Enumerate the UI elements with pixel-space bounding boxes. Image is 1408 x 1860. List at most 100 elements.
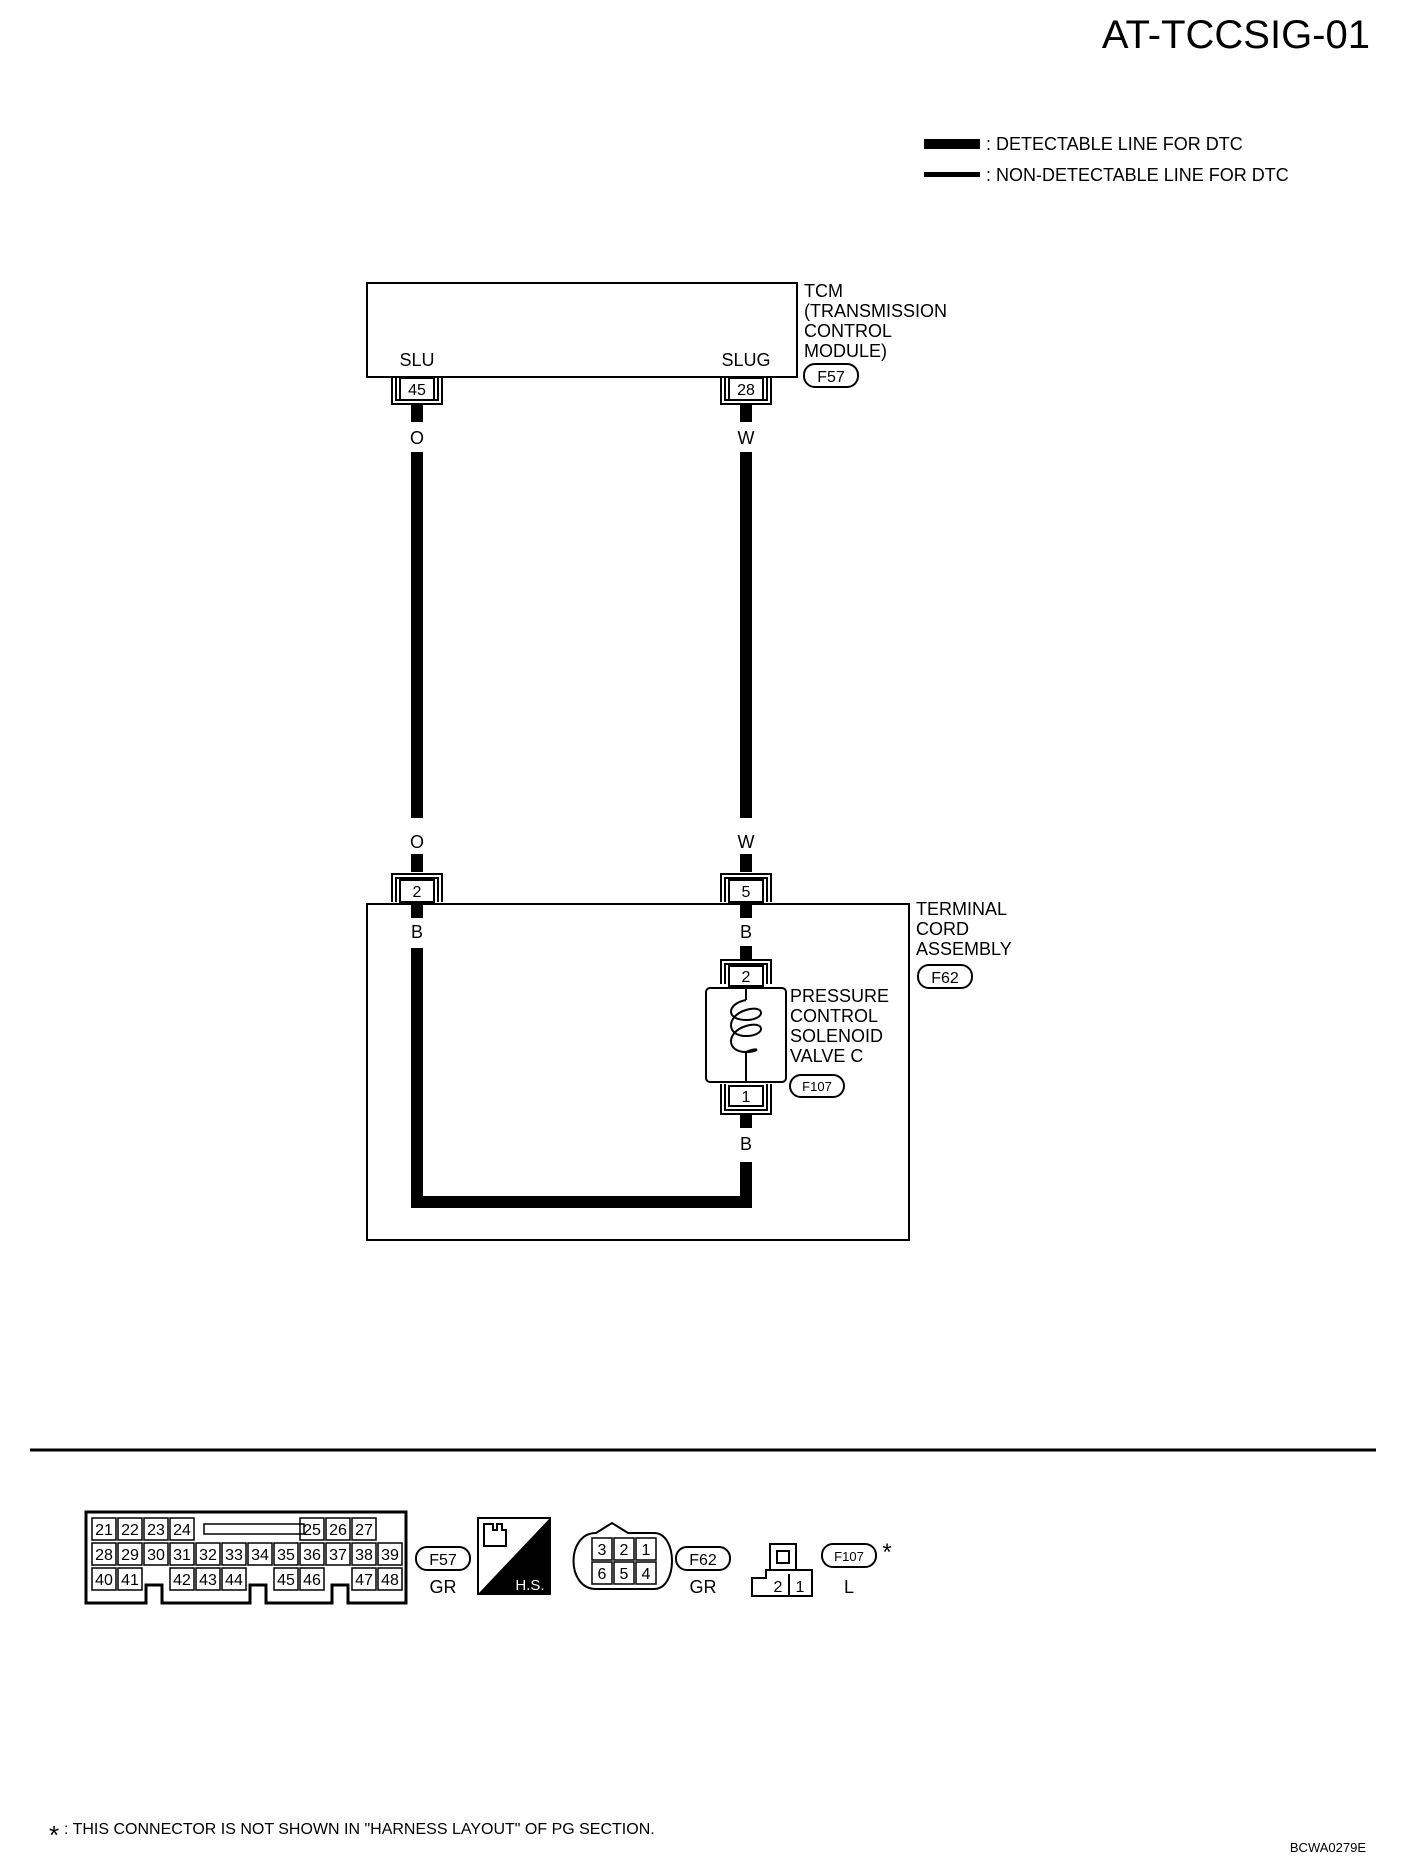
pin-number: 25	[303, 1522, 321, 1539]
tcm-box	[366, 282, 798, 378]
pin-number: 47	[355, 1572, 373, 1589]
pin-cell	[325, 1517, 351, 1541]
pin-number: 41	[121, 1572, 139, 1589]
terminal-cord-connector-badge	[917, 964, 973, 989]
pin-cell	[195, 1567, 221, 1591]
f107-pin-2: 2	[774, 1579, 783, 1596]
pin-number: 23	[147, 1522, 165, 1539]
pin-cell	[613, 1537, 635, 1561]
pin-cell	[143, 1517, 169, 1541]
tcm-pin-slug-label: SLUG	[721, 350, 770, 370]
tcm-name-line-1: TCM	[804, 281, 843, 301]
pin-number: 46	[303, 1572, 321, 1589]
pin-cell	[91, 1567, 117, 1591]
terminal-cord-pin-5-number: 5	[742, 884, 751, 901]
wire-pin2-color-below: B	[411, 922, 423, 942]
pin-cell	[351, 1517, 377, 1541]
legend-detectable-swatch	[924, 139, 980, 149]
pin-number: 26	[329, 1522, 347, 1539]
terminal-cord-name-line-3: ASSEMBLY	[916, 939, 1012, 959]
tcm-pin-28-connector: 28	[720, 377, 772, 405]
pin-cell	[117, 1542, 143, 1566]
pin-number: 3	[598, 1542, 607, 1559]
pin-cell	[169, 1517, 195, 1541]
wire-slug-color-bottom: W	[738, 832, 755, 852]
wire-slu-color-top: O	[410, 428, 424, 448]
pin-cell	[377, 1567, 403, 1591]
pin-cell	[117, 1567, 143, 1591]
terminal-cord-pin-5-connector: 5	[720, 873, 772, 903]
legend-non-detectable-label: : NON-DETECTABLE LINE FOR DTC	[986, 165, 1289, 185]
pin-cell	[143, 1542, 169, 1566]
pin-number: 33	[225, 1547, 243, 1564]
pin-cell	[635, 1537, 657, 1561]
solenoid-name-line-1: PRESSURE	[790, 986, 889, 1006]
figure-code: BCWA0279E	[1290, 1840, 1366, 1855]
solenoid-connector-id: F107	[802, 1079, 832, 1094]
pin-number: 35	[277, 1547, 295, 1564]
footnote-text: : THIS CONNECTOR IS NOT SHOWN IN "HARNES…	[64, 1821, 655, 1838]
tcm-connector-id: F57	[817, 369, 845, 386]
pin-cell	[377, 1542, 403, 1566]
solenoid-pin-bottom-number: 1	[742, 1089, 751, 1106]
wire-slu-color-bottom: O	[410, 832, 424, 852]
connector-f107-color: L	[844, 1577, 854, 1597]
wire-slug-color-top: W	[738, 428, 755, 448]
pin-number: 21	[95, 1522, 113, 1539]
pin-number: 42	[173, 1572, 191, 1589]
pin-cell	[299, 1542, 325, 1566]
connector-f62-badge	[675, 1546, 731, 1571]
pin-number: 24	[173, 1522, 191, 1539]
solenoid-name-line-4: VALVE C	[790, 1046, 863, 1066]
pin-number: 1	[642, 1542, 651, 1559]
pin-number: 6	[598, 1566, 607, 1583]
harness-wires: O O W W	[410, 404, 755, 872]
connector-f57-color: GR	[430, 1577, 457, 1597]
pin-number: 4	[642, 1566, 651, 1583]
connector-f107-id: F107	[834, 1549, 864, 1564]
harness-side-label: H.S.	[515, 1577, 544, 1594]
pin-number: 27	[355, 1522, 373, 1539]
harness-side-icon: H.S.	[477, 1517, 551, 1595]
connector-f62-color: GR	[690, 1577, 717, 1597]
pin-cell	[351, 1567, 377, 1591]
terminal-cord-pin-2-number: 2	[413, 884, 422, 901]
solenoid-name-line-2: CONTROL	[790, 1006, 878, 1026]
pin-number: 32	[199, 1547, 217, 1564]
pin-cell	[325, 1542, 351, 1566]
connector-f57-id: F57	[429, 1552, 457, 1569]
pin-cell	[351, 1542, 377, 1566]
tcm-pin-45-number: 45	[408, 382, 426, 399]
f107-pin-1: 1	[796, 1579, 805, 1596]
pin-number: 38	[355, 1547, 373, 1564]
solenoid-pin-top-number: 2	[742, 969, 751, 986]
legend-detectable-label: : DETECTABLE LINE FOR DTC	[986, 134, 1243, 154]
pin-number: 39	[381, 1547, 399, 1564]
pin-number: 2	[620, 1542, 629, 1559]
terminal-cord-name-line-2: CORD	[916, 919, 969, 939]
pin-number: 43	[199, 1572, 217, 1589]
pin-number: 44	[225, 1572, 243, 1589]
legend-non-detectable-swatch	[924, 172, 980, 177]
pressure-control-solenoid: 2 1 PRESSURE CONTROL SOLENOID VALVE C F1…	[705, 959, 889, 1128]
solenoid-connector-badge	[789, 1074, 845, 1098]
terminal-cord-name-line-1: TERMINAL	[916, 899, 1007, 919]
pin-cell	[221, 1567, 247, 1591]
pin-number: 30	[147, 1547, 165, 1564]
internal-wires: B B B	[411, 904, 752, 1208]
tcm-connector-badge	[803, 363, 859, 388]
connector-f107-star: *	[882, 1539, 891, 1566]
pin-cell	[635, 1561, 657, 1585]
footnote-star: *	[49, 1820, 59, 1850]
tcm-pin-slu-label: SLU	[399, 350, 434, 370]
pin-number: 40	[95, 1572, 113, 1589]
pin-cell	[591, 1537, 613, 1561]
pin-cell	[169, 1567, 195, 1591]
pin-cell	[117, 1517, 143, 1541]
pin-number: 37	[329, 1547, 347, 1564]
pin-number: 36	[303, 1547, 321, 1564]
